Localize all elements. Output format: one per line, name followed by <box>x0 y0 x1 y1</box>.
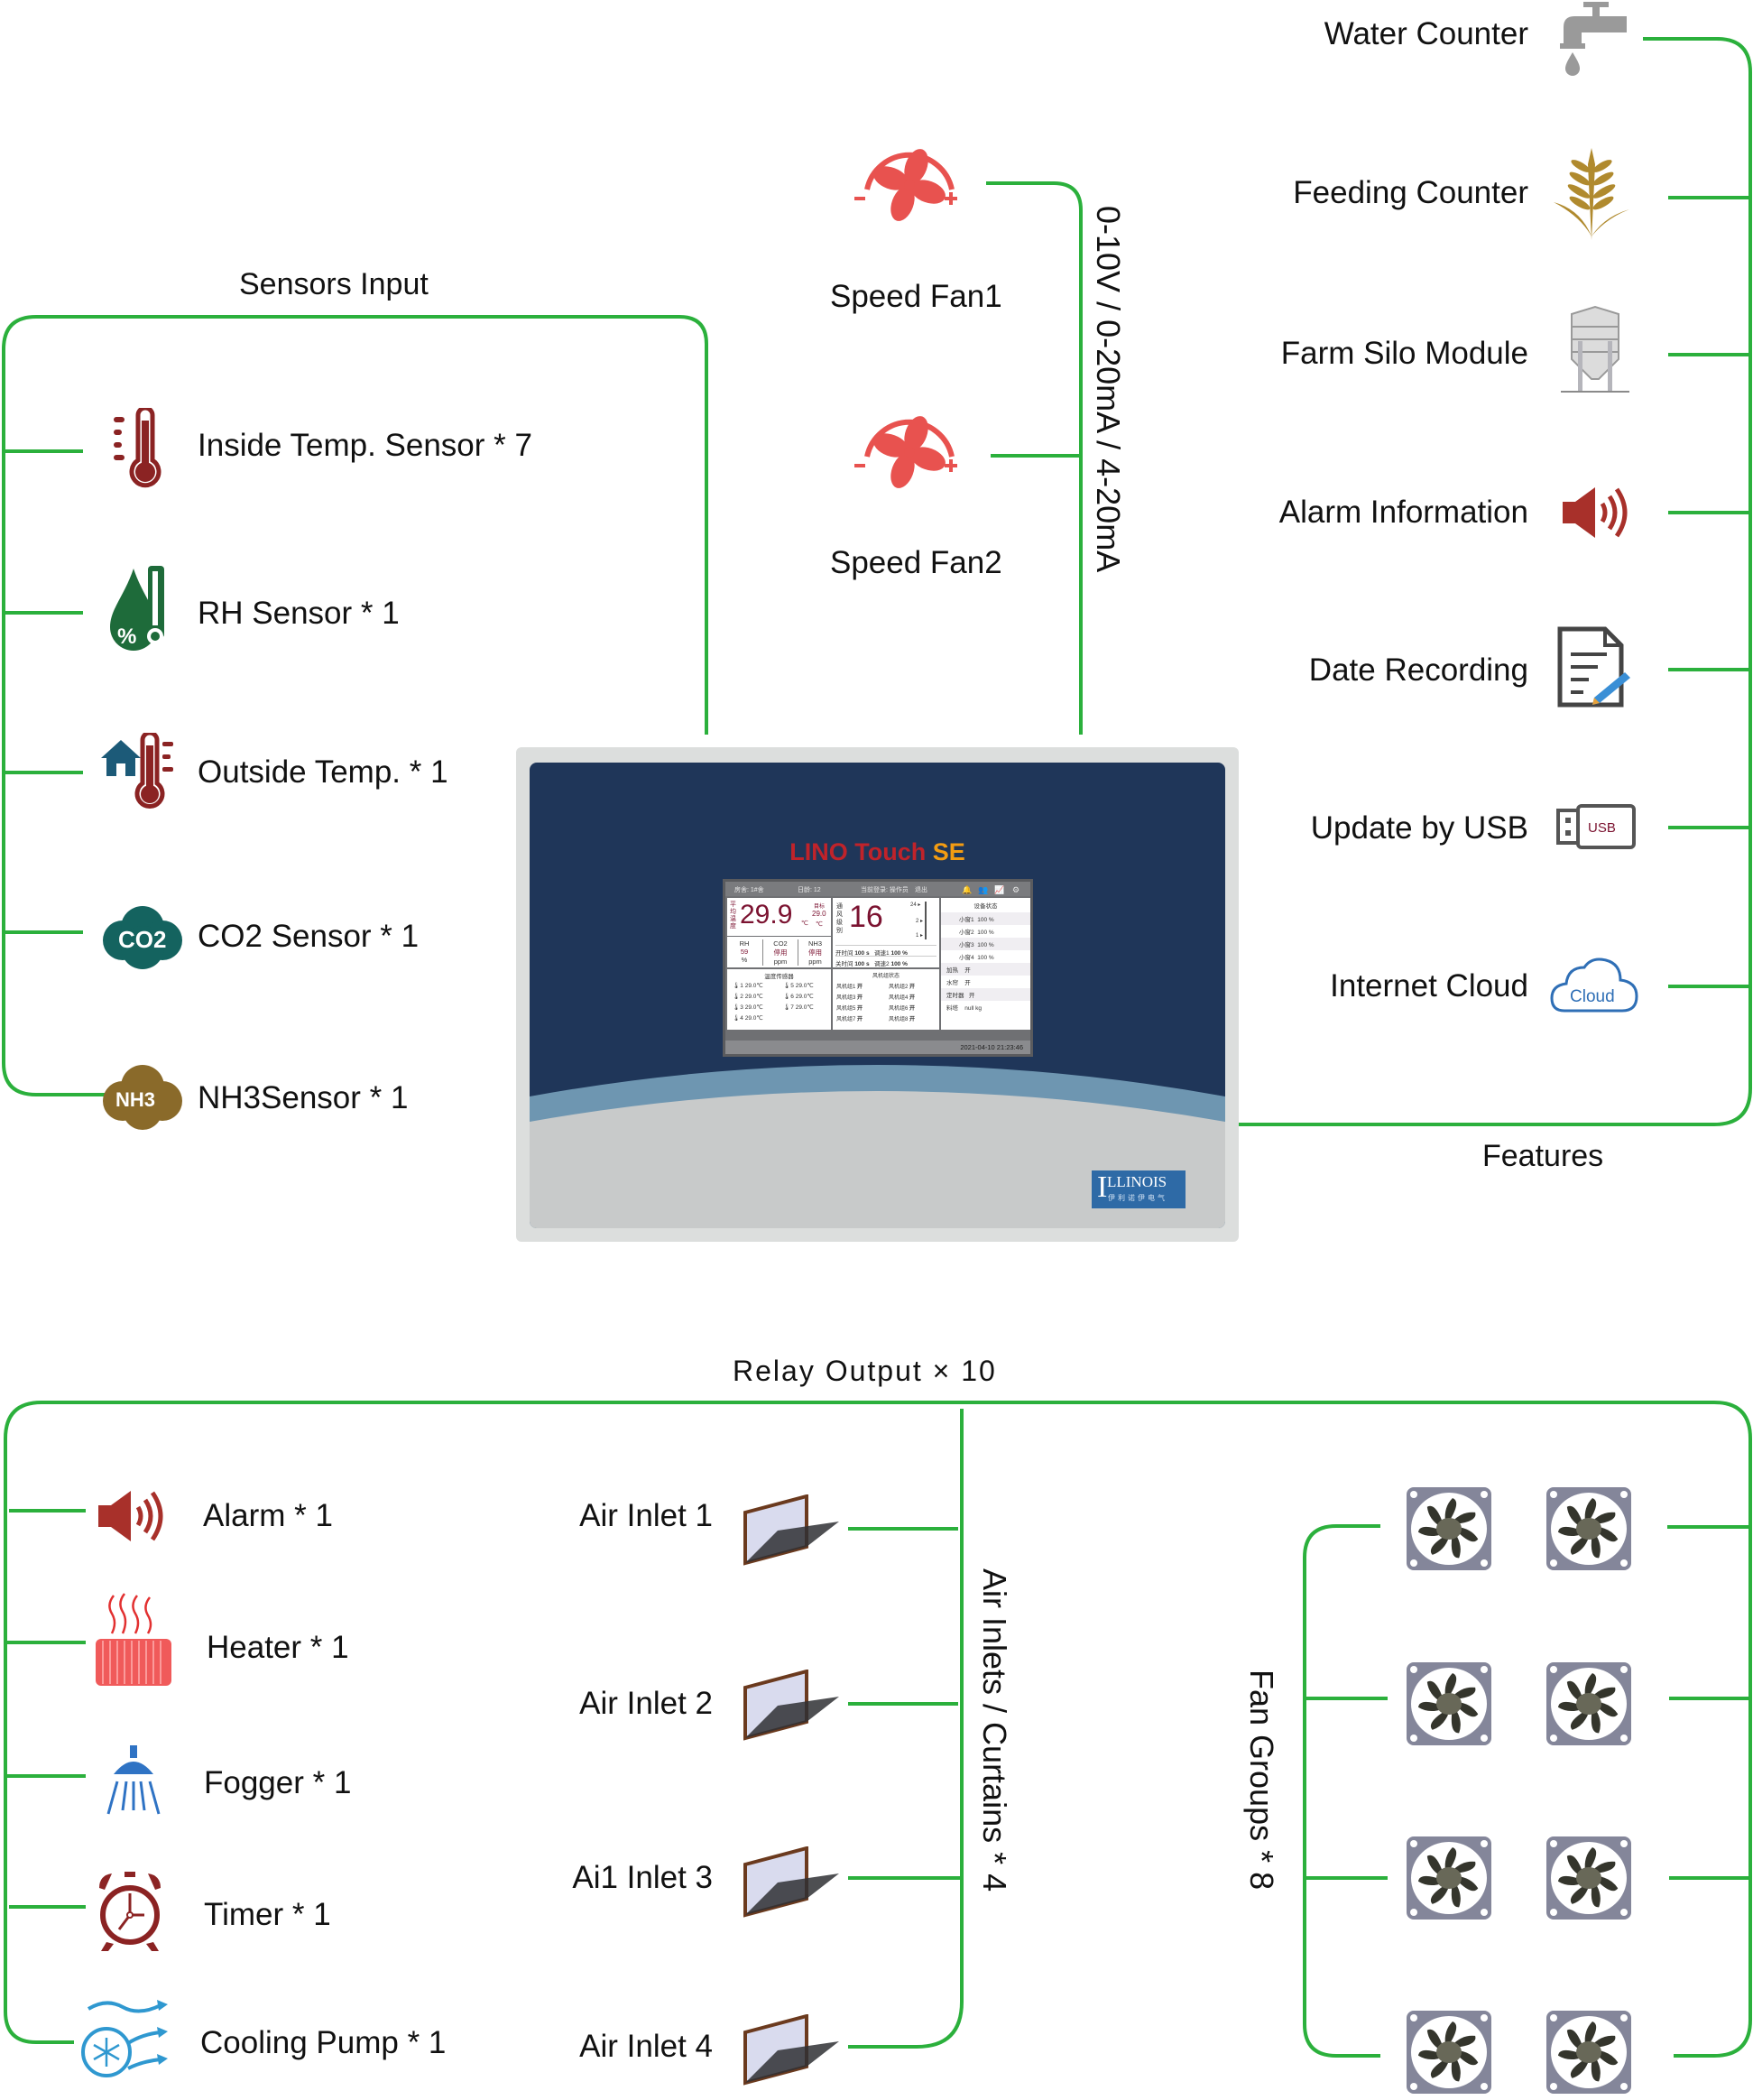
features-line <box>1239 37 1752 1126</box>
chart-icon[interactable]: 📈 <box>994 885 1005 894</box>
relay-item-label: Cooling Pump * 1 <box>200 2025 447 2060</box>
speed-fan-icon <box>851 393 968 506</box>
axial-fan-icon <box>1405 1835 1493 1926</box>
air-inlet-icon <box>742 1669 843 1746</box>
feature-label: Date Recording <box>1308 652 1528 688</box>
speaker-icon <box>1559 484 1631 546</box>
cloud-icon: Cloud <box>1550 955 1638 1019</box>
inlets-trunk-line <box>848 1409 964 2049</box>
speed-fan-label: Speed Fan2 <box>830 545 1002 580</box>
water-tap-icon <box>1556 0 1628 86</box>
shower-icon <box>101 1745 168 1822</box>
axial-fan-icon <box>1545 2009 1633 2100</box>
axial-fan-icon <box>1405 1661 1493 1752</box>
speaker-icon <box>95 1487 167 1550</box>
inlet-label: Air Inlet 2 <box>579 1686 713 1721</box>
controller-device: LINO Touch SE 房舍: 1#舍 日龄: 12 当前登录: 操作员 退… <box>516 747 1239 1242</box>
axial-fan-icon <box>1545 1485 1633 1577</box>
fan-groups-bracket-line <box>1303 1524 1380 2058</box>
sensor-label: Outside Temp. * 1 <box>198 754 448 790</box>
device-brand: LINO Touch SE <box>789 838 965 865</box>
temp-sensors-panel: 温度传感器 🌡1 29.0℃ 🌡5 29.0℃ 🌡2 29.0℃ 🌡6 29.0… <box>727 969 831 1030</box>
feature-label: Update by USB <box>1310 810 1528 846</box>
sensor-label: Inside Temp. Sensor * 7 <box>198 428 532 463</box>
screen-footer: 2021-04-10 21:23:46 <box>725 1041 1030 1054</box>
svg-text:NH3: NH3 <box>115 1088 155 1111</box>
sensor-label: RH Sensor * 1 <box>198 596 400 631</box>
axial-fan-icon <box>1405 2009 1493 2100</box>
co2-cloud-icon: CO2 <box>101 902 184 976</box>
sensor-label: CO2 Sensor * 1 <box>198 919 420 954</box>
relay-item-label: Heater * 1 <box>207 1630 349 1665</box>
alarm-clock-icon <box>96 1870 164 1957</box>
house-thermometer-icon <box>99 730 185 819</box>
nh3-cloud-icon: NH3 <box>101 1063 184 1136</box>
axial-fan-icon <box>1545 1835 1633 1926</box>
relay-item-label: Fogger * 1 <box>204 1765 352 1800</box>
inlet-label: Ai1 Inlet 3 <box>572 1860 713 1895</box>
feature-label: Feeding Counter <box>1293 175 1528 210</box>
svg-text:CO2: CO2 <box>118 926 166 953</box>
wheat-icon <box>1554 146 1630 245</box>
avg-temp-value: 29.9 <box>740 900 793 930</box>
fan-status-panel: 风机组状态 风机组1 开 风机组2 开 风机组3 开 风机组4 开 风机组5 开… <box>833 969 939 1030</box>
air-inlet-icon <box>742 1846 843 1923</box>
heater-icon <box>92 1592 173 1696</box>
speed-fan-label: Speed Fan1 <box>830 279 1002 314</box>
logout-link[interactable]: 退出 <box>915 887 927 893</box>
analog-signal-label: 0-10V / 0-20mA / 4-20mA <box>1090 206 1127 573</box>
vent-level-value: 16 <box>849 900 883 934</box>
silo-icon <box>1559 305 1631 400</box>
settings-icon[interactable]: ⚙ <box>1012 885 1020 894</box>
avg-temp-panel: 平均温度 29.9 ℃ 目标 29.0 ℃ <box>727 898 831 936</box>
speed-fan-line <box>986 181 1083 735</box>
thermometer-icon <box>108 405 171 498</box>
features-title: Features <box>1482 1139 1604 1173</box>
relay-output-title: Relay Output × 10 <box>733 1355 997 1387</box>
relay-left-line <box>4 1401 1752 2058</box>
feature-label: Farm Silo Module <box>1280 336 1528 371</box>
svg-text:Cloud: Cloud <box>1570 987 1615 1006</box>
screen-datetime: 2021-04-10 21:23:46 <box>960 1043 1023 1051</box>
svg-text:USB: USB <box>1588 820 1616 836</box>
axial-fan-icon <box>1545 1661 1633 1752</box>
speed-fan-icon <box>851 126 968 239</box>
air-inlet-icon <box>742 1494 843 1571</box>
feature-label: Internet Cloud <box>1330 968 1528 1004</box>
usb-drive-icon: USB <box>1556 803 1636 855</box>
cooling-pump-icon <box>79 1996 173 2095</box>
fan-groups-label: Fan Groups * 8 <box>1243 1670 1280 1891</box>
svg-text:%: % <box>117 624 136 649</box>
air-inlets-label: Air Inlets / Curtains * 4 <box>976 1568 1013 1892</box>
device-face: LINO Touch SE 房舍: 1#舍 日龄: 12 当前登录: 操作员 退… <box>530 763 1225 1228</box>
document-pencil-icon <box>1556 625 1630 713</box>
brand-logo: I LLINOIS 伊利诺伊电气 <box>1092 1170 1186 1208</box>
screen-top-bar: 房舍: 1#舍 日龄: 12 当前登录: 操作员 退出 🔔 👥 📈 ⚙ <box>725 882 1030 896</box>
device-status-panel: 设备状态 小窗1 100 % 小窗2 100 % 小窗3 100 % 小窗4 1… <box>941 898 1030 1030</box>
ventilation-panel: 通风级别 16 24 ▸ 2 ▸ 1 ▸ 开时间 100 s 调速1 100 %… <box>833 898 939 967</box>
inlet-label: Air Inlet 4 <box>579 2029 713 2064</box>
humidity-drop-icon: % <box>106 564 179 659</box>
feature-label: Alarm Information <box>1278 495 1528 530</box>
sensors-bracket-line <box>2 315 708 1096</box>
air-inlet-icon <box>742 2013 843 2091</box>
sensor-label: NH3Sensor * 1 <box>198 1080 409 1115</box>
relay-item-label: Timer * 1 <box>204 1897 331 1932</box>
axial-fan-icon <box>1405 1485 1493 1577</box>
relay-item-label: Alarm * 1 <box>203 1498 333 1533</box>
bell-icon[interactable]: 🔔 <box>962 885 973 894</box>
device-screen[interactable]: 房舍: 1#舍 日龄: 12 当前登录: 操作员 退出 🔔 👥 📈 ⚙ 平均温度… <box>723 879 1033 1057</box>
users-icon[interactable]: 👥 <box>978 885 989 894</box>
sensors-input-title: Sensors Input <box>239 267 429 301</box>
feature-label: Water Counter <box>1324 16 1528 51</box>
inlet-label: Air Inlet 1 <box>579 1498 713 1533</box>
device-face-curve <box>530 1065 1225 1228</box>
